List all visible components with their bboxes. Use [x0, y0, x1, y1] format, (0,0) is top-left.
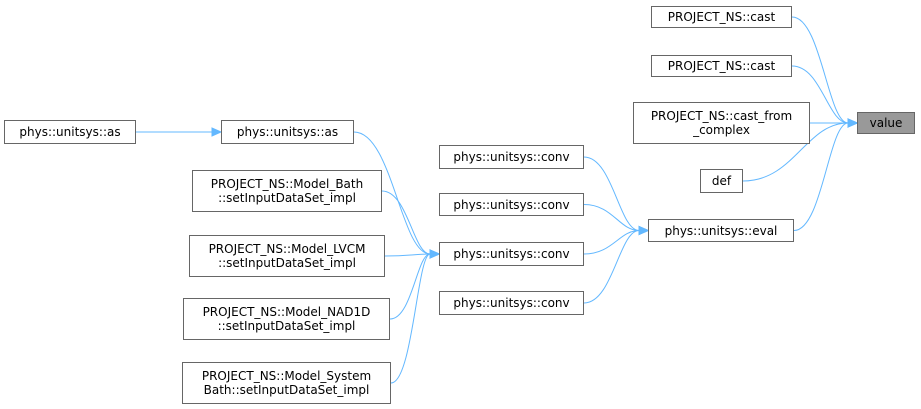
node-value-label: value — [869, 116, 903, 130]
node-label-line-2: _complex — [693, 123, 750, 137]
node-label: PROJECT_NS::cast_from _complex — [651, 109, 792, 137]
node-phys-unitsys-as-middle[interactable]: phys::unitsys::as — [221, 120, 354, 144]
node-label: phys::unitsys::conv — [453, 296, 570, 310]
node-label-line-2: ::setInputDataSet_impl — [218, 256, 356, 270]
edge-as_mid-to-convmain — [353, 131, 431, 255]
node-label: PROJECT_NS::Model_NAD1D ::setInputDataSe… — [203, 305, 371, 333]
node-project-ns-cast-2[interactable]: PROJECT_NS::cast — [651, 55, 792, 77]
node-project-ns-cast-1[interactable]: PROJECT_NS::cast — [651, 6, 792, 28]
edge-nad1d-to-convmain — [389, 253, 431, 320]
node-label: PROJECT_NS::Model_System Bath::setInputD… — [202, 369, 371, 397]
node-value: value — [857, 112, 915, 134]
node-label-line-2: ::setInputDataSet_impl — [218, 191, 356, 205]
node-label: PROJECT_NS::cast — [667, 59, 776, 73]
node-phys-unitsys-conv-2[interactable]: phys::unitsys::conv — [439, 193, 584, 216]
node-label: phys::unitsys::conv — [453, 247, 570, 261]
arrowhead-as_left-to-as_mid — [211, 127, 223, 137]
node-model-nad1d-setinputdataset-impl[interactable]: PROJECT_NS::Model_NAD1D ::setInputDataSe… — [183, 298, 390, 340]
node-label-line-1: PROJECT_NS::Model_NAD1D — [202, 305, 371, 319]
node-project-ns-cast-from-complex[interactable]: PROJECT_NS::cast_from _complex — [633, 102, 810, 144]
edge-conv1-to-eval — [583, 156, 640, 231]
edge-cast2-to-value — [791, 65, 849, 124]
node-label-line-1: PROJECT_NS::Model_LVCM — [208, 242, 366, 256]
edge-eval-to-value — [793, 122, 849, 231]
arrowhead-conv4-to-eval — [638, 225, 650, 236]
node-model-bath-setinputdataset-impl[interactable]: PROJECT_NS::Model_Bath ::setInputDataSet… — [192, 170, 382, 212]
node-label: PROJECT_NS::Model_LVCM ::setInputDataSet… — [209, 242, 366, 270]
node-model-systembath-setinputdataset-impl[interactable]: PROJECT_NS::Model_System Bath::setInputD… — [182, 362, 391, 404]
node-phys-unitsys-as-left[interactable]: phys::unitsys::as — [4, 120, 136, 144]
node-label-line-1: PROJECT_NS::Model_Bath — [210, 177, 364, 191]
node-label-line-2: ::setInputDataSet_impl — [217, 319, 356, 333]
node-label: phys::unitsys::as — [19, 125, 121, 139]
node-label: PROJECT_NS::Model_Bath ::setInputDataSet… — [211, 177, 363, 205]
edge-lvcm-to-convmain — [384, 253, 431, 257]
node-label: phys::unitsys::eval — [664, 223, 778, 238]
arrowhead-systembath-to-convmain — [429, 249, 441, 259]
edge-conv2-to-eval — [583, 204, 640, 231]
node-phys-unitsys-conv-1[interactable]: phys::unitsys::conv — [439, 145, 584, 169]
node-label: phys::unitsys::conv — [453, 197, 570, 212]
arrowhead-eval-to-value — [847, 118, 859, 128]
node-label: phys::unitsys::conv — [453, 150, 570, 164]
node-model-lvcm-setinputdataset-impl[interactable]: PROJECT_NS::Model_LVCM ::setInputDataSet… — [189, 235, 385, 277]
edge-def-to-value — [742, 122, 849, 182]
node-label: PROJECT_NS::cast — [667, 10, 776, 24]
edge-cast1-to-value — [791, 16, 849, 124]
node-label: phys::unitsys::as — [236, 125, 339, 139]
node-label-line-1: PROJECT_NS::cast_from — [650, 109, 793, 123]
node-label-line-2: Bath::setInputDataSet_impl — [203, 383, 370, 397]
node-phys-unitsys-conv-main[interactable]: phys::unitsys::conv — [439, 242, 584, 266]
node-phys-unitsys-conv-4[interactable]: phys::unitsys::conv — [439, 291, 584, 315]
edge-systembath-to-convmain — [390, 253, 431, 384]
edge-convmain-to-eval — [583, 230, 640, 255]
node-phys-unitsys-eval[interactable]: phys::unitsys::eval — [648, 219, 794, 242]
node-def[interactable]: def — [700, 169, 743, 193]
edge-conv4-to-eval — [583, 230, 640, 304]
node-label-line-1: PROJECT_NS::Model_System — [201, 369, 372, 383]
node-label: def — [711, 174, 732, 188]
edge-bath-to-convmain — [381, 190, 431, 255]
